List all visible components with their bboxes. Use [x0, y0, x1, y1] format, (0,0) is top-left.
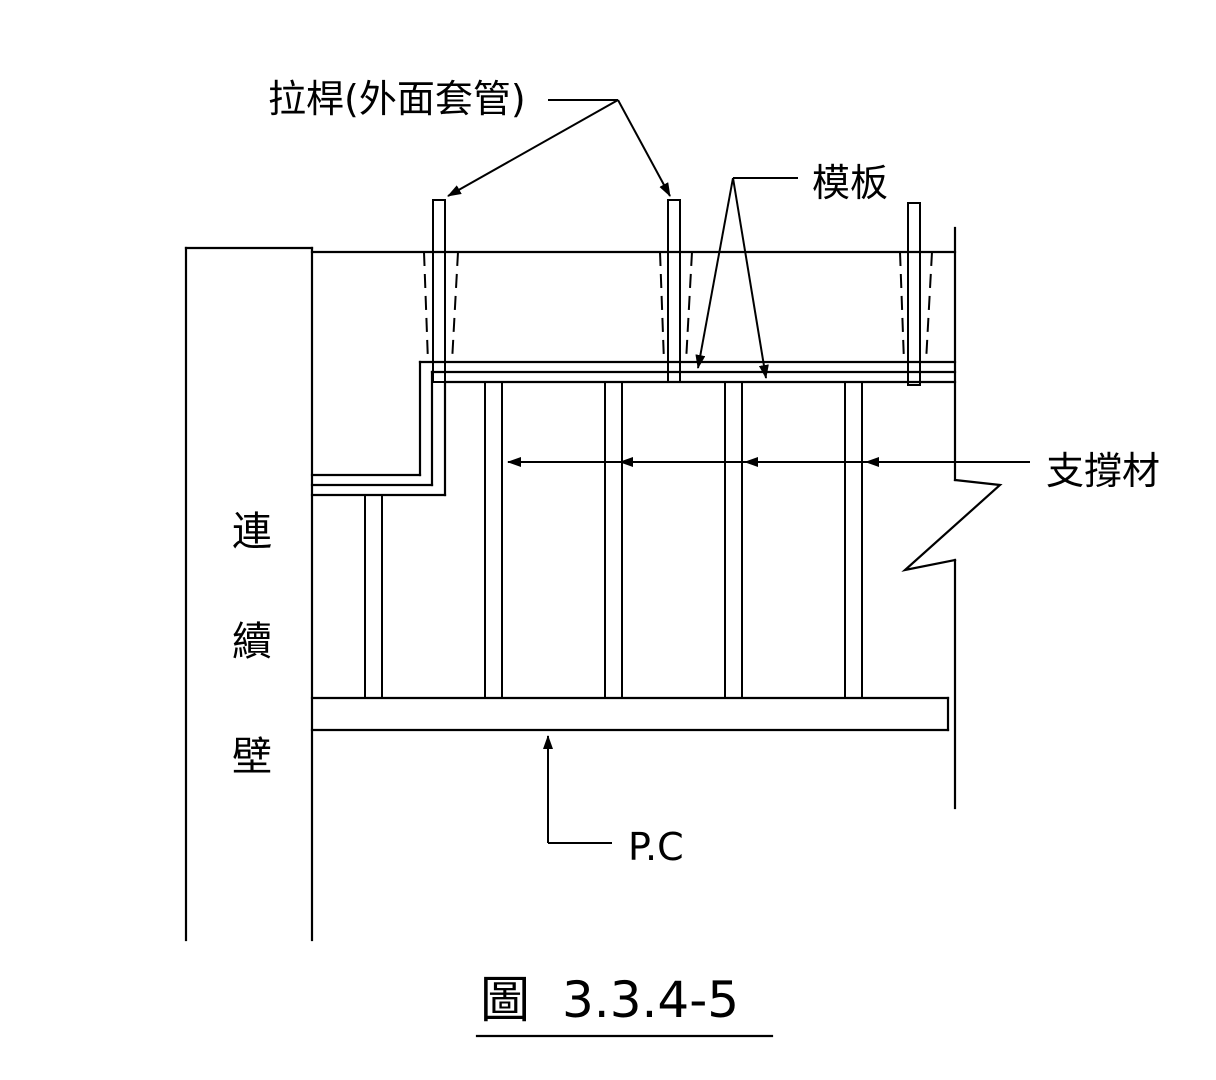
tie-rod-leader: [447, 99, 671, 197]
pc-label: P.C: [628, 825, 684, 869]
formwork-leader: [695, 177, 798, 379]
wall-label-char-2: 續: [232, 619, 272, 665]
top-band: [310, 226, 957, 810]
formwork-boards: [430, 370, 957, 384]
caption-prefix: 圖: [480, 971, 530, 1029]
pc-leader: [543, 735, 612, 844]
formwork-label: 模板: [812, 161, 888, 205]
support-posts: [364, 381, 863, 699]
support-label: 支撐材: [1046, 449, 1160, 493]
ledge: [310, 360, 957, 497]
caption-number: 3.3.4-5: [562, 971, 739, 1029]
figure-caption: 圖 3.3.4-5: [475, 971, 774, 1038]
precast-slab: [310, 696, 950, 732]
tie-rod-label: 拉桿(外面套管): [268, 77, 526, 121]
wall-label-char-1: 連: [232, 509, 272, 555]
tie-rod-1: [423, 199, 459, 383]
tie-rod-3: [899, 202, 933, 386]
tie-rod-2: [659, 199, 693, 383]
continuous-wall: [184, 246, 314, 942]
break-line: [901, 478, 1003, 572]
wall-label-char-3: 壁: [232, 734, 272, 780]
